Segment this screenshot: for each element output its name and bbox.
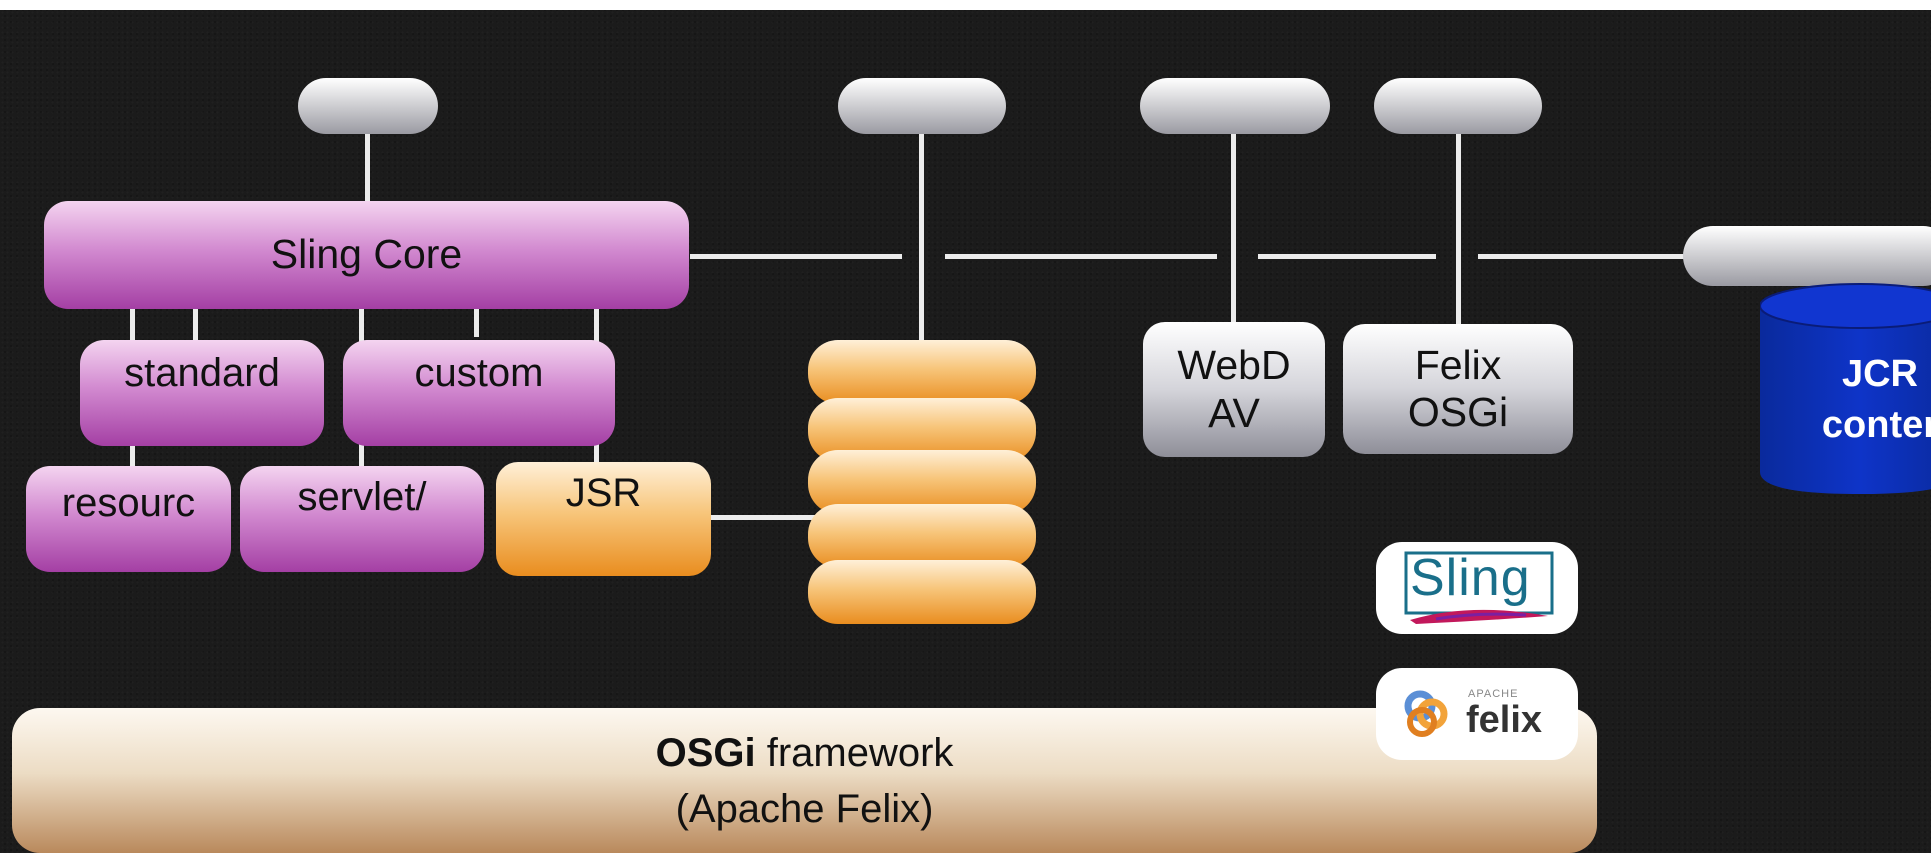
connector <box>359 305 364 345</box>
felix-osgi-label-line2: OSGi <box>1407 389 1509 435</box>
connector <box>710 515 815 520</box>
osgi-bold-label: OSGi <box>655 730 756 775</box>
top-border <box>0 0 1931 10</box>
jsr-box: JSR <box>496 462 711 576</box>
resource-box: resourc <box>26 466 231 572</box>
felix-logo-small-text: APACHE <box>1468 688 1519 700</box>
connector <box>1478 254 1698 259</box>
jcr-label-line2: conter <box>1821 404 1931 446</box>
connector <box>130 305 135 345</box>
jcr-pill <box>1683 226 1931 286</box>
custom-label: custom <box>414 351 544 395</box>
connector <box>690 254 902 259</box>
osgi-framework-label: framework <box>755 730 954 775</box>
connector <box>919 130 924 340</box>
servlet-label: servlet/ <box>297 475 427 519</box>
stack-layer <box>808 504 1036 568</box>
jsr-label: JSR <box>565 471 642 515</box>
sling-logo-text: Sling <box>1410 549 1531 607</box>
felix-logo-text: felix <box>1466 699 1543 741</box>
top-pill <box>1140 78 1330 134</box>
sling-core-label: Sling Core <box>270 231 463 278</box>
webdav-label-line2: AV <box>1208 389 1260 436</box>
servlet-box: servlet/ <box>240 466 484 572</box>
top-pill <box>1374 78 1542 134</box>
sling-logo-icon <box>1404 551 1554 624</box>
stack-layer <box>808 450 1036 514</box>
connector <box>1258 254 1436 259</box>
resource-label: resourc <box>61 481 196 525</box>
standard-label: standard <box>124 351 280 395</box>
connector <box>365 130 370 202</box>
felix-osgi-label-line1: Felix <box>1414 341 1502 388</box>
felix-logo: APACHE felix <box>1376 668 1578 760</box>
top-pill <box>838 78 1006 134</box>
jcr-label: JCR conter <box>1790 345 1931 455</box>
osgi-framework-line1: OSGi framework <box>656 725 954 781</box>
connector <box>594 440 599 470</box>
sling-logo: Sling <box>1376 542 1578 634</box>
stack-layer <box>808 340 1036 404</box>
sling-core-box: Sling Core <box>44 201 689 309</box>
connector <box>594 305 599 345</box>
connector <box>130 440 135 480</box>
osgi-framework-line2: (Apache Felix) <box>675 786 934 831</box>
connector <box>359 440 364 470</box>
custom-box: custom <box>343 340 615 446</box>
connector <box>1231 130 1236 325</box>
connector <box>1456 130 1461 325</box>
webdav-label-line1: WebD <box>1177 342 1291 389</box>
webdav-box: WebD AV <box>1143 322 1325 457</box>
jcr-content-cylinder <box>1760 283 1931 494</box>
felix-logo-icon <box>1404 690 1448 737</box>
jcr-label-line1: JCR <box>1841 352 1919 395</box>
connector <box>945 254 1217 259</box>
stack-layer <box>808 560 1036 624</box>
connector <box>193 305 198 345</box>
connector <box>474 305 479 337</box>
standard-box: standard <box>80 340 324 446</box>
top-pill <box>298 78 438 134</box>
felix-osgi-box: Felix OSGi <box>1343 324 1573 454</box>
osgi-framework-box: OSGi framework (Apache Felix) <box>12 708 1597 853</box>
